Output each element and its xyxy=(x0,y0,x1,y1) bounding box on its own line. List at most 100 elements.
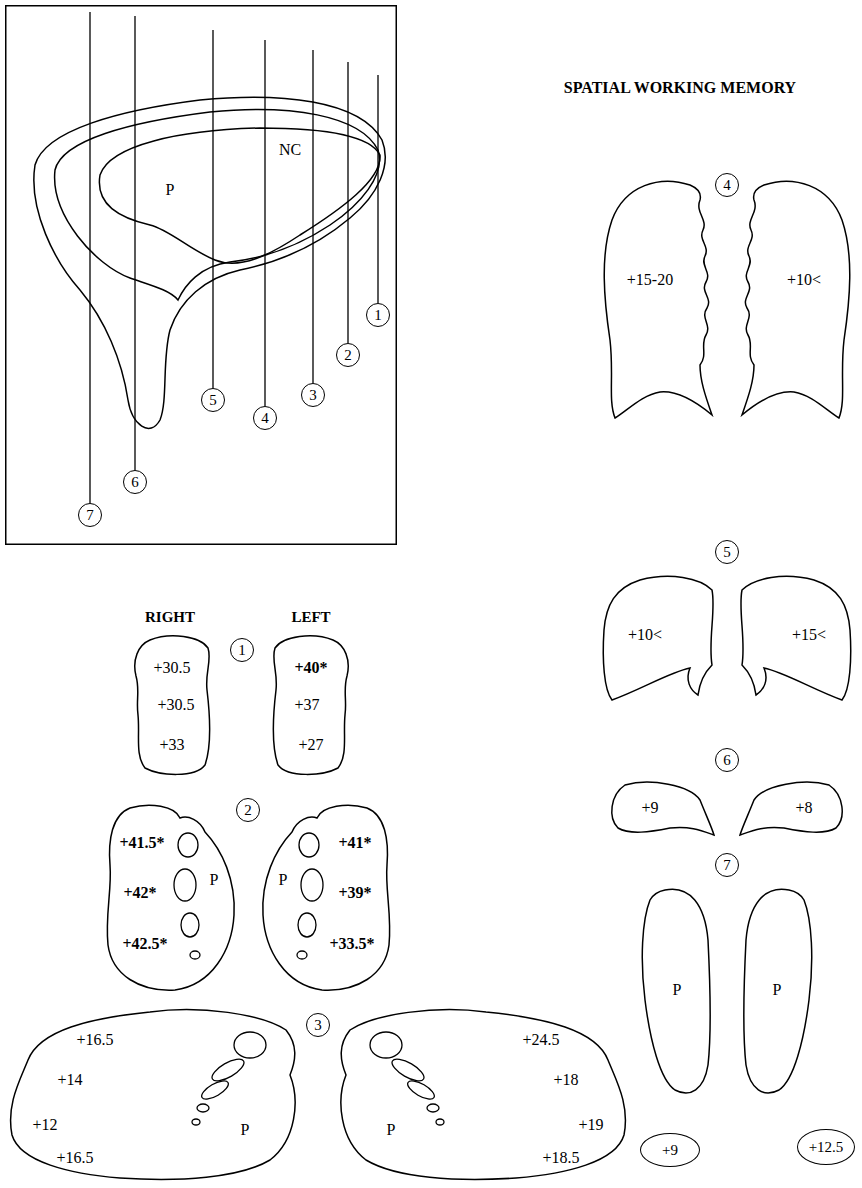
text-anchor: +16.5 xyxy=(76,1031,113,1049)
value-label: +30.5 xyxy=(153,659,190,677)
inset-drawing xyxy=(5,5,397,545)
level-line xyxy=(264,40,265,406)
section-outline xyxy=(606,776,716,838)
side-label-anchor: RIGHT xyxy=(145,608,195,626)
section-shape xyxy=(741,576,851,700)
number-text: 6 xyxy=(723,753,731,768)
region-label: NC xyxy=(279,141,301,159)
text-anchor: +27 xyxy=(298,736,323,754)
level-callout: 4 xyxy=(253,406,277,430)
capsule-band xyxy=(190,951,200,959)
text-anchor: +30.5 xyxy=(157,696,194,714)
section-border xyxy=(740,782,842,835)
section-shape xyxy=(612,782,714,835)
number-text: 2 xyxy=(344,348,352,363)
section-border xyxy=(612,782,714,835)
text-anchor: +16.5 xyxy=(56,1149,93,1167)
section-border xyxy=(341,1010,625,1180)
level-callout: 7 xyxy=(78,503,102,527)
text-anchor: +9 xyxy=(641,799,658,817)
text-anchor: P xyxy=(773,981,782,999)
number-text: 1 xyxy=(374,308,382,323)
value-label: +15< xyxy=(792,626,826,644)
section-shape xyxy=(107,805,234,990)
text-anchor: +37 xyxy=(294,696,319,714)
value-label: +30.5 xyxy=(157,696,194,714)
number-text: 7 xyxy=(86,508,94,523)
value-label: P xyxy=(387,1121,396,1139)
figure-title: SPATIAL WORKING MEMORY xyxy=(564,79,796,97)
value-label: +10< xyxy=(628,626,662,644)
section-border xyxy=(741,576,851,700)
section-shape xyxy=(744,889,812,1093)
number-text: 3 xyxy=(309,388,317,403)
section-shape xyxy=(341,1010,625,1180)
capsule-band xyxy=(427,1104,439,1112)
section-outline xyxy=(4,1003,300,1185)
section-shape xyxy=(135,636,210,775)
level-line xyxy=(312,50,313,383)
section-border xyxy=(603,576,713,700)
number-text: +9 xyxy=(662,1143,678,1158)
number-text: 3 xyxy=(314,1018,322,1033)
text-anchor: P xyxy=(279,871,288,889)
tissue-oval: +9 xyxy=(640,1133,700,1167)
inset-frame xyxy=(6,6,397,545)
section-number: 6 xyxy=(715,748,739,772)
title-anchor: SPATIAL WORKING MEMORY xyxy=(564,79,796,97)
hemisphere-section: +16.5+14+12+16.5P xyxy=(4,1003,300,1185)
text-anchor: +15-20 xyxy=(627,271,673,289)
text-anchor: P xyxy=(210,871,219,889)
section-shape xyxy=(740,782,842,835)
striatum-outline xyxy=(34,97,385,428)
level-line xyxy=(347,62,348,343)
level-line xyxy=(89,12,90,503)
hemisphere-section: +9 xyxy=(606,776,716,838)
capsule-band xyxy=(301,869,323,901)
value-label: +8 xyxy=(795,799,812,817)
level-line xyxy=(377,75,378,303)
section-outline xyxy=(336,1003,632,1185)
text-anchor: +42* xyxy=(123,884,156,902)
hemisphere-section: +41.5* +42* +42.5* P xyxy=(103,800,237,995)
text-anchor: +12 xyxy=(32,1116,57,1134)
text-anchor: +33.5* xyxy=(329,935,374,953)
value-label: +41.5* xyxy=(119,834,164,852)
section-number: 5 xyxy=(715,540,739,564)
value-label: +33.5* xyxy=(329,935,374,953)
side-label: RIGHT xyxy=(145,609,195,626)
section-outline xyxy=(103,800,237,995)
capsule-band xyxy=(174,869,196,901)
hemisphere-section: +8 xyxy=(738,776,848,838)
text-anchor: +41.5* xyxy=(119,834,164,852)
value-label: P xyxy=(210,871,219,889)
section-number: 4 xyxy=(715,173,739,197)
section-outline xyxy=(600,172,716,422)
text-anchor: +33 xyxy=(159,736,184,754)
section-number: 7 xyxy=(715,853,739,877)
value-label: +41* xyxy=(338,834,371,852)
section-outline xyxy=(738,172,854,422)
value-label: +16.5 xyxy=(76,1031,113,1049)
striatum-outline xyxy=(99,128,380,263)
capsule-band xyxy=(297,951,307,959)
level-callout: 1 xyxy=(366,303,390,327)
value-label: +14 xyxy=(57,1071,82,1089)
value-label: +24.5 xyxy=(522,1031,559,1049)
section-border xyxy=(107,805,234,990)
capsule-band xyxy=(209,1055,247,1085)
value-label: +42* xyxy=(123,884,156,902)
value-label: P xyxy=(279,871,288,889)
level-callout: 3 xyxy=(301,383,325,407)
striatum-outline xyxy=(55,110,380,300)
text-anchor: +42.5* xyxy=(122,935,167,953)
text-anchor: NC xyxy=(279,141,301,159)
value-label: +15-20 xyxy=(627,271,673,289)
text-anchor: P xyxy=(387,1121,396,1139)
inset-box: PNC1234567 xyxy=(5,5,397,545)
value-label: +9 xyxy=(641,799,658,817)
level-callout: 5 xyxy=(201,388,225,412)
capsule-band xyxy=(436,1119,444,1125)
text-anchor: +19 xyxy=(578,1116,603,1134)
